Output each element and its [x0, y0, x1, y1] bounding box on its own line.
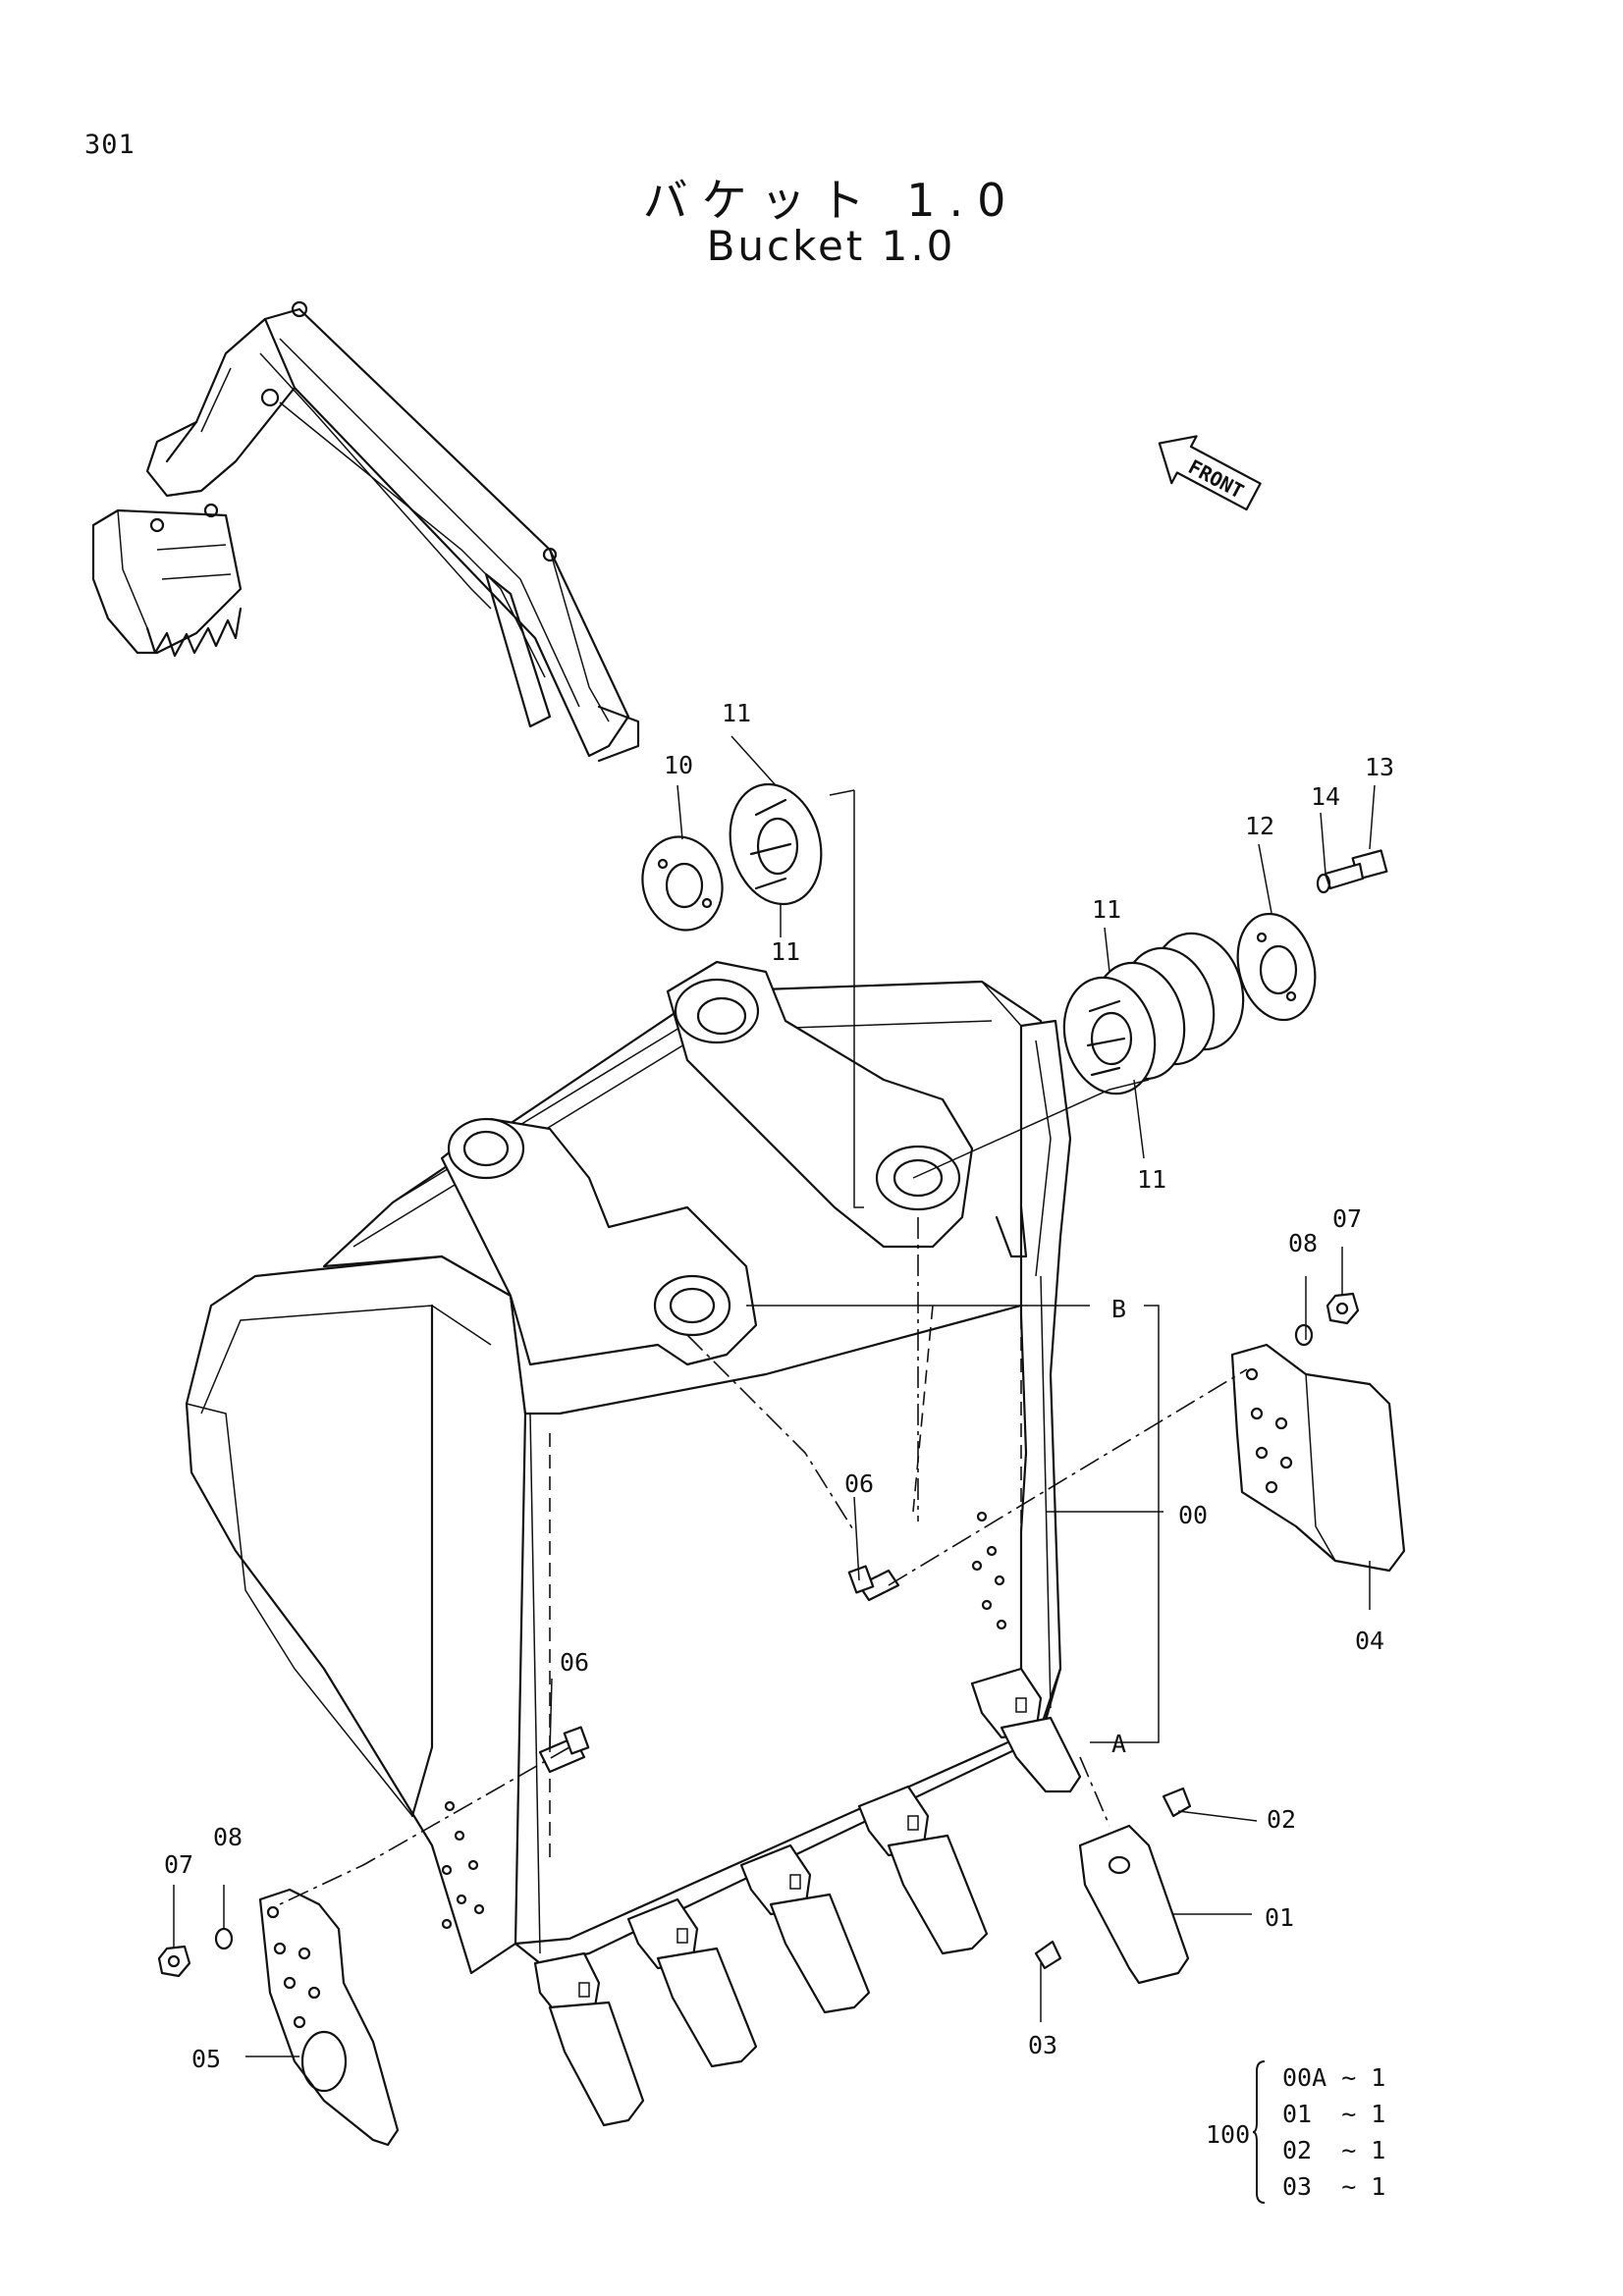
tooth-2 — [626, 1897, 758, 2068]
excavator-overview-illustration — [91, 300, 640, 763]
callout-08-right: 08 — [1288, 1229, 1318, 1257]
kit-item: 03 ~ 1 — [1282, 2172, 1386, 2201]
tooth-5 — [970, 1667, 1082, 1793]
tooth-3 — [739, 1843, 871, 2014]
page-number: 301 — [84, 130, 135, 160]
callout-06-lower: 06 — [560, 1648, 589, 1677]
lock-03 — [1034, 1940, 1062, 1970]
kit-item-list: 00A ~ 1 01 ~ 1 02 ~ 1 03 ~ 1 — [1282, 2059, 1385, 2205]
pin-02 — [1162, 1787, 1192, 1818]
side-cutter-right-04 — [1230, 1343, 1406, 1573]
plate-10 — [641, 835, 724, 932]
callout-11-top-lower: 11 — [771, 937, 800, 966]
nut-07-right — [1325, 1292, 1360, 1325]
kit-item: 00A ~ 1 — [1282, 2063, 1386, 2092]
bolt-06-upper — [857, 1569, 900, 1602]
callout-00: 00 — [1178, 1501, 1208, 1529]
callout-12: 12 — [1245, 812, 1274, 840]
side-cutters — [258, 1343, 1406, 2147]
page-title-japanese: バケット 1.0 — [642, 174, 1020, 227]
fasteners — [157, 1292, 1360, 1978]
kit-brace — [1253, 2060, 1266, 2204]
nut-07-left — [157, 1945, 191, 1978]
callout-11-right: 11 — [1092, 895, 1121, 924]
front-direction-arrow: FRONT — [1158, 435, 1262, 511]
kit-item: 01 ~ 1 — [1282, 2100, 1386, 2128]
callout-10: 10 — [664, 751, 693, 779]
shims-and-plates — [641, 782, 1388, 1095]
page-title-english: Bucket 1.0 — [706, 222, 956, 270]
callout-14: 14 — [1311, 782, 1340, 811]
washer-08-left — [214, 1927, 234, 1950]
callout-07-right: 07 — [1332, 1204, 1362, 1233]
callout-11-top: 11 — [722, 699, 751, 727]
callout-04: 04 — [1355, 1627, 1384, 1655]
callout-labels: 00 01 02 03 04 05 06 06 07 07 08 08 10 1… — [164, 699, 1394, 2073]
callout-13: 13 — [1365, 753, 1394, 781]
plate-12 — [1236, 912, 1317, 1022]
washer-14 — [1316, 873, 1331, 894]
washer-08-right — [1294, 1323, 1314, 1347]
exploded-tooth-parts — [1034, 1756, 1192, 1985]
callout-07-left: 07 — [164, 1850, 193, 1879]
bucket-body — [185, 960, 1072, 1975]
callout-03: 03 — [1028, 2031, 1057, 2059]
shim-11-stack — [1062, 932, 1245, 1095]
callout-06-upper: 06 — [844, 1469, 874, 1498]
tooth-1 — [533, 1951, 645, 2127]
callout-02: 02 — [1267, 1805, 1296, 1834]
callout-A: A — [1111, 1730, 1126, 1758]
bucket-teeth — [533, 1667, 1082, 2127]
leader-lines — [173, 735, 1376, 2057]
shim-11-upper — [729, 782, 823, 906]
callout-05: 05 — [191, 2045, 221, 2073]
bolt-13 — [1324, 849, 1388, 890]
kit-number: 100 — [1206, 2120, 1251, 2149]
callout-01: 01 — [1265, 1903, 1294, 1932]
tooth-4 — [857, 1785, 989, 1955]
kit-item: 02 ~ 1 — [1282, 2136, 1386, 2164]
callout-08-left: 08 — [213, 1823, 243, 1851]
callout-B: B — [1111, 1295, 1126, 1323]
side-cutter-left-05 — [258, 1888, 400, 2147]
callout-11-right-lower: 11 — [1137, 1165, 1166, 1194]
tooth-point-01 — [1078, 1824, 1190, 1985]
